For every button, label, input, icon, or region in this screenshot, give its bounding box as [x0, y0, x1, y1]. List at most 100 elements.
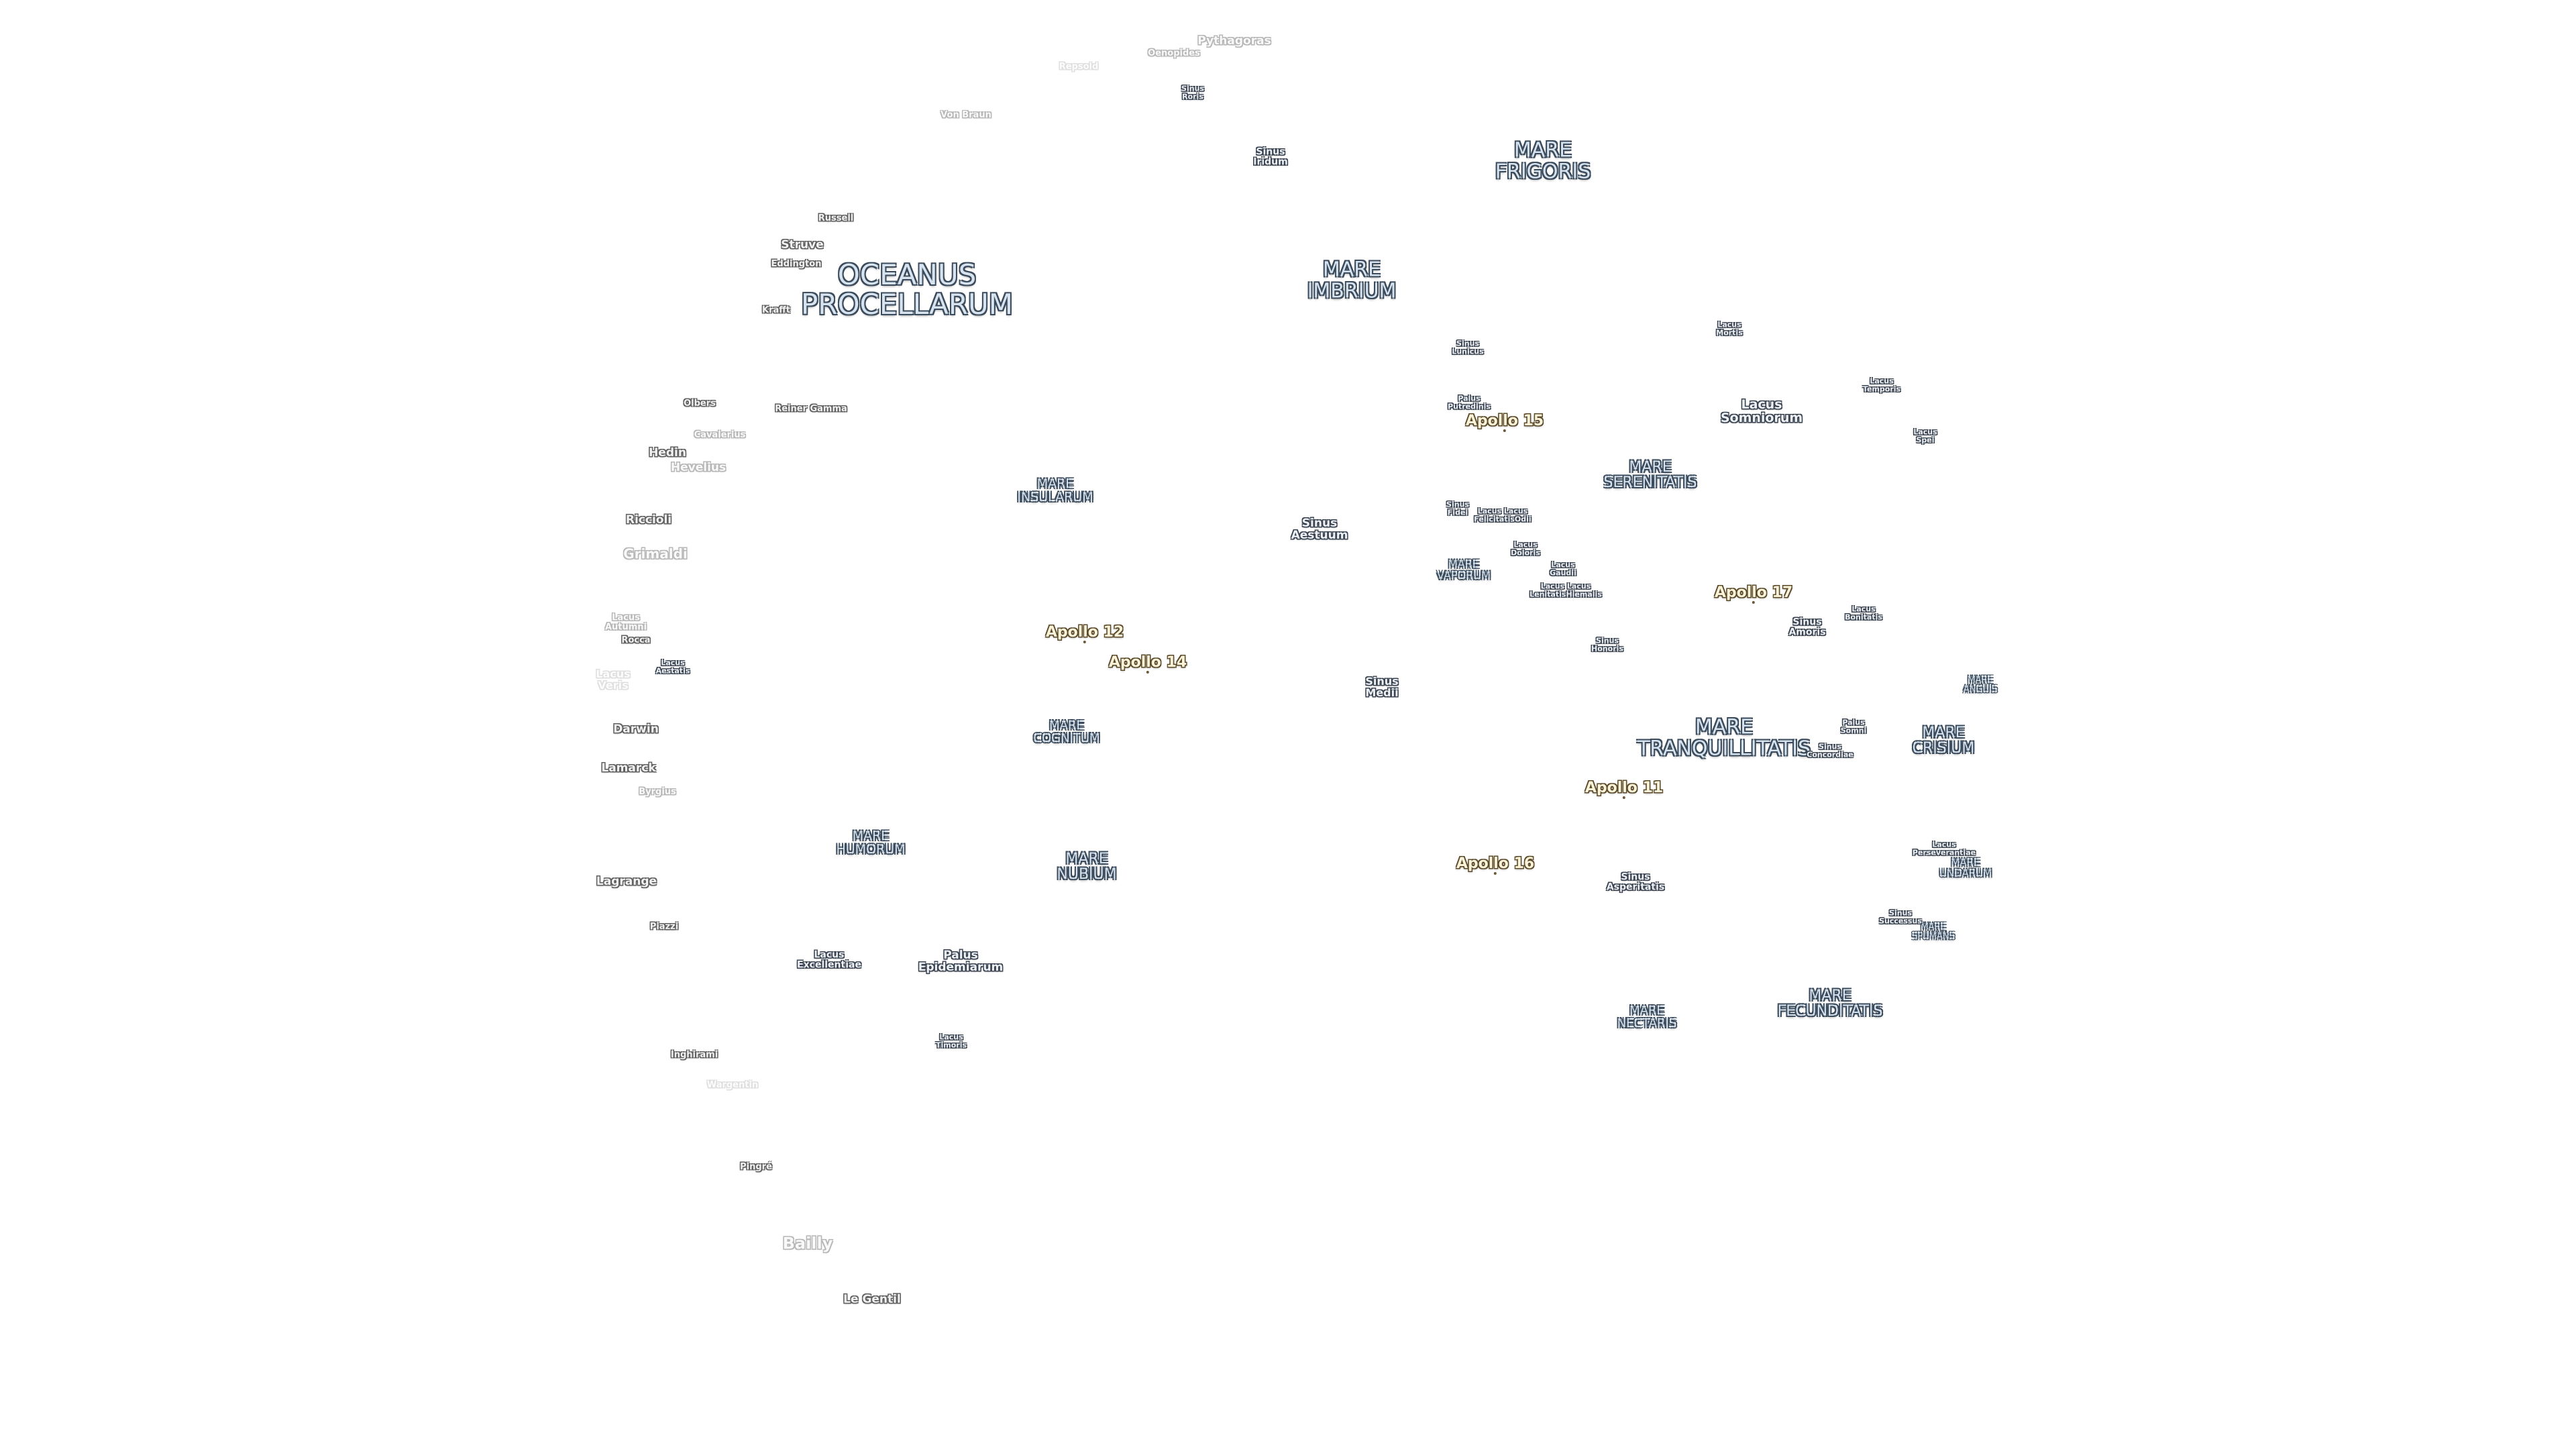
crater-pythagoras-label[interactable]: Pythagoras — [1197, 34, 1271, 48]
crater-darwin-label[interactable]: Darwin — [613, 722, 659, 737]
lacus-temporis-label[interactable]: Lacus Temporis — [1863, 377, 1900, 392]
mare-frigoris-label[interactable]: MARE FRIGORIS — [1495, 140, 1591, 182]
crater-krafft-label[interactable]: Krafft — [761, 305, 791, 316]
sinus-successus-label[interactable]: Sinus Successus — [1879, 909, 1922, 924]
sinus-honoris-label[interactable]: Sinus Honoris — [1591, 637, 1623, 652]
landing-pin-icon — [1622, 796, 1625, 800]
lacus-excellentiae-label[interactable]: Lacus Excellentiae — [797, 950, 861, 969]
mare-spumans-label[interactable]: MARE SPUMANS — [1912, 922, 1955, 941]
label-line: Gaudii — [1550, 568, 1576, 577]
crater-struve-label[interactable]: Struve — [781, 238, 824, 252]
label-line: MARE — [1513, 138, 1572, 162]
lacus-gaudii-label[interactable]: Lacus Gaudii — [1550, 561, 1576, 576]
crater-eddington-label[interactable]: Eddington — [771, 259, 822, 270]
label-line: Somniorum — [1720, 411, 1803, 425]
mare-tranquillitatis-label[interactable]: MARE TRANQUILLITATIS — [1638, 716, 1811, 759]
apollo-14-text: Apollo 14 — [1108, 653, 1187, 671]
lacus-somniorum-label[interactable]: Lacus Somniorum — [1721, 398, 1803, 425]
crater-oenopides-label[interactable]: Oenopides — [1148, 48, 1200, 59]
palus-somni-label[interactable]: Palus Somni — [1841, 718, 1867, 734]
mare-insularum-label[interactable]: MARE INSULARUM — [1017, 477, 1093, 504]
lacus-bonitatis-label[interactable]: Lacus Bonitatis — [1845, 605, 1882, 621]
crater-piazzi-label[interactable]: Piazzi — [649, 922, 679, 932]
mare-crisium-label[interactable]: MARE CRISIUM — [1913, 725, 1975, 756]
palus-epidemiarum-label[interactable]: Palus Epidemiarum — [918, 949, 1004, 974]
sinus-iridum-label[interactable]: Sinus Iridum — [1253, 147, 1288, 166]
label-line: Lunicus — [1452, 347, 1484, 356]
label-line: Lacus — [1551, 560, 1575, 570]
crater-russell-label[interactable]: Russell — [818, 213, 854, 224]
mare-nectaris-label[interactable]: MARE NECTARIS — [1617, 1004, 1677, 1030]
crater-cavalerius-label[interactable]: Cavalerius — [694, 430, 746, 441]
label-line: Sinus — [1596, 636, 1619, 645]
label-line: Spei — [1916, 435, 1935, 444]
apollo-14-site-label[interactable]: Apollo 14 — [1109, 655, 1187, 674]
landing-pin-icon — [1146, 671, 1149, 674]
crater-olbers-label[interactable]: Olbers — [684, 398, 716, 409]
mare-serenitatis-label[interactable]: MARE SERENITATIS — [1604, 460, 1697, 490]
crater-wargentin-label[interactable]: Wargentin — [706, 1080, 759, 1091]
crater-byrgius-label[interactable]: Byrgius — [639, 787, 676, 798]
lacus-autumni-label[interactable]: Lacus Autumni — [605, 613, 647, 631]
sinus-concordiae-label[interactable]: Sinus Concordiae — [1807, 743, 1854, 758]
lacus-felicitatis-odii-label[interactable]: Lacus Lacus FelicitatisOdii — [1474, 507, 1531, 523]
lacus-doloris-label[interactable]: Lacus Doloris — [1511, 541, 1540, 556]
crater-lamarck-label[interactable]: Lamarck — [601, 761, 656, 775]
crater-lagrange-label[interactable]: Lagrange — [596, 875, 657, 889]
mare-cognitum-label[interactable]: MARE COGNITUM — [1033, 719, 1099, 745]
apollo-11-site-label[interactable]: Apollo 11 — [1585, 780, 1663, 800]
mare-imbrium-label[interactable]: MARE IMBRIUM — [1307, 258, 1397, 302]
label-line: MARE — [1322, 258, 1381, 282]
crater-bailly-label[interactable]: Bailly — [782, 1234, 833, 1253]
crater-hevelius-label[interactable]: Hevelius — [670, 461, 727, 475]
mare-nubium-label[interactable]: MARE NUBIUM — [1057, 851, 1116, 882]
lacus-spei-label[interactable]: Lacus Spei — [1913, 428, 1937, 443]
apollo-16-text: Apollo 16 — [1456, 855, 1535, 872]
label-line: FRIGORIS — [1495, 160, 1591, 183]
crater-pingre-label[interactable]: Pingré — [740, 1162, 772, 1173]
label-line: Lacus Lacus — [1477, 506, 1528, 516]
lacus-veris-label[interactable]: Lacus Veris — [596, 668, 630, 692]
mare-vaporum-label[interactable]: MARE VAPORUM — [1437, 558, 1491, 582]
lacus-perseverantiae-label[interactable]: Lacus Perseverantiae — [1913, 841, 1976, 856]
sinus-lunicus-label[interactable]: Sinus Lunicus — [1452, 339, 1483, 355]
label-line: Lacus — [1717, 320, 1741, 329]
sinus-amoris-label[interactable]: Sinus Amoris — [1788, 617, 1825, 637]
mare-fecunditatis-label[interactable]: MARE FECUNDITATIS — [1778, 988, 1883, 1019]
mare-anguis-label[interactable]: MARE ANGUIS — [1964, 676, 1997, 694]
sinus-fidei-label[interactable]: Sinus Fidei — [1446, 500, 1469, 516]
apollo-16-site-label[interactable]: Apollo 16 — [1456, 856, 1534, 875]
sinus-medii-label[interactable]: Sinus Medii — [1365, 676, 1398, 699]
crater-von-braun-label[interactable]: Von Braun — [941, 110, 991, 121]
lacus-timoris-label[interactable]: Lacus Timoris — [936, 1033, 967, 1049]
crater-grimaldi-label[interactable]: Grimaldi — [623, 545, 688, 562]
label-line: Sinus — [1889, 908, 1912, 918]
crater-rocca-label[interactable]: Rocca — [621, 635, 651, 646]
label-line: Autumni — [604, 622, 647, 632]
label-line: Aestatis — [655, 666, 690, 675]
lacus-lenitatis-hiemalis-label[interactable]: Lacus Lacus LenitatisHiemalis — [1529, 582, 1602, 598]
apollo-15-site-label[interactable]: Apollo 15 — [1466, 413, 1544, 433]
sinus-roris-label[interactable]: Sinus Roris — [1181, 85, 1204, 100]
mare-undarum-label[interactable]: MARE UNDARUM — [1939, 857, 1992, 879]
crater-hedin-label[interactable]: Hedin — [649, 446, 686, 460]
lacus-mortis-label[interactable]: Lacus Mortis — [1716, 321, 1743, 336]
palus-putredinis-label[interactable]: Palus Putredinis — [1448, 394, 1491, 410]
crater-reiner-gamma-label[interactable]: Reiner Gamma — [775, 404, 847, 415]
label-line: MARE — [1968, 675, 1993, 686]
crater-le-gentil-label[interactable]: Le Gentil — [843, 1293, 901, 1307]
label-line: INSULARUM — [1017, 490, 1093, 504]
label-line: SPUMANS — [1912, 931, 1955, 941]
label-line: MARE — [1951, 856, 1980, 869]
apollo-12-site-label[interactable]: Apollo 12 — [1046, 625, 1124, 644]
sinus-asperitatis-label[interactable]: Sinus Asperitatis — [1607, 872, 1664, 892]
apollo-17-site-label[interactable]: Apollo 17 — [1715, 585, 1792, 604]
mare-humorum-label[interactable]: MARE HUMORUM — [836, 829, 905, 857]
crater-riccioli-label[interactable]: Riccioli — [625, 513, 672, 527]
oceanus-procellarum-label[interactable]: OCEANUS PROCELLARUM — [801, 260, 1013, 319]
crater-repsold-label[interactable]: Repsold — [1059, 62, 1099, 72]
crater-inghirami-label[interactable]: Inghirami — [670, 1050, 718, 1061]
sinus-aestuum-label[interactable]: Sinus Aestuum — [1291, 517, 1348, 542]
lacus-aestatis-label[interactable]: Lacus Aestatis — [656, 659, 690, 674]
label-line: PROCELLARUM — [800, 288, 1014, 321]
